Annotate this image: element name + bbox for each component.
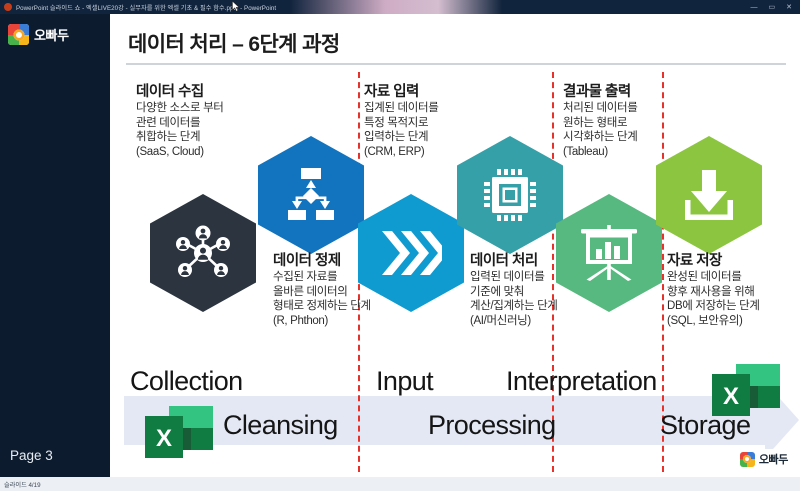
process-arrow-band <box>124 396 769 445</box>
slide-canvas: 데이터 처리 – 6단계 과정 <box>110 14 800 477</box>
step-3-heading: 자료 입력 <box>364 84 419 100</box>
page-indicator: Page 3 <box>10 448 53 463</box>
window-title: PowerPoint 슬라이드 쇼 - 엑셀LIVE20강 - 실무자를 위한 … <box>16 4 277 12</box>
step-6-heading: 자료 저장 <box>667 253 722 269</box>
slide-title: 데이터 처리 – 6단계 과정 <box>128 33 340 56</box>
step-1-body: 다양한 소스로 부터 관련 데이터를 취합하는 단계 (SaaS, Cloud) <box>136 102 224 158</box>
english-label-collection: Collection <box>130 366 243 396</box>
slide-counter: 슬라이드 4/19 <box>4 481 41 489</box>
step-4-body: 입력된 데이터를 기준에 맞춰 계산/집계하는 단계 (AI/머신러닝) <box>470 271 558 327</box>
people-network-icon <box>176 225 230 277</box>
close-button[interactable]: ✕ <box>786 3 792 11</box>
rail-logo-text: 오빠두 <box>34 28 69 43</box>
english-label-interpretation: Interpretation <box>506 366 657 396</box>
mouse-cursor-icon <box>232 1 240 12</box>
window-controls[interactable]: — ▭ ✕ <box>751 0 799 14</box>
step-5-body: 처리된 데이터를 원하는 형태로 시각화하는 단계 (Tableau) <box>563 102 638 158</box>
title-divider <box>126 63 786 65</box>
excel-icon-left: X <box>145 406 213 458</box>
cpu-chip-icon <box>484 169 536 221</box>
powerpoint-icon <box>4 3 12 11</box>
english-label-cleansing: Cleansing <box>223 410 338 440</box>
svg-text:X: X <box>723 383 739 410</box>
slide-brand-logo: 오빠두 <box>735 449 792 469</box>
step-2-body: 수집된 자료를 올바른 데이터의 형태로 정제하는 단계 (R, Phthon) <box>273 271 371 327</box>
window-titlebar: PowerPoint 슬라이드 쇼 - 엑셀LIVE20강 - 실무자를 위한 … <box>0 0 800 14</box>
hexagon-step-1 <box>150 194 256 312</box>
step-2-heading: 데이터 정제 <box>273 253 341 269</box>
hexagon-step-3 <box>358 194 464 312</box>
step-4-heading: 데이터 처리 <box>470 253 538 269</box>
section-divider-3 <box>662 72 664 472</box>
step-3-body: 집계된 데이터를 특정 목적지로 입력하는 단계 (CRM, ERP) <box>364 102 439 158</box>
excel-icon-right: X <box>712 364 780 416</box>
minimize-button[interactable]: — <box>750 3 758 11</box>
hexagon-step-6 <box>656 136 762 254</box>
step-1-heading: 데이터 수집 <box>136 84 204 100</box>
step-5-heading: 결과물 출력 <box>563 84 631 100</box>
left-rail: 오빠두 Page 3 <box>0 14 110 477</box>
english-label-processing: Processing <box>428 410 556 440</box>
hexagon-step-2 <box>258 136 364 254</box>
oppadu-logo-icon <box>8 24 29 45</box>
oppadu-logo-icon-slide <box>739 451 755 467</box>
english-label-input: Input <box>376 366 434 396</box>
maximize-button[interactable]: ▭ <box>768 3 776 11</box>
section-divider-2 <box>552 72 554 472</box>
presentation-chart-icon <box>581 225 637 281</box>
rail-brand-logo: 오빠두 <box>8 24 69 45</box>
status-bar: 슬라이드 4/19 <box>0 477 800 491</box>
slide-logo-text: 오빠두 <box>758 454 789 466</box>
svg-text:X: X <box>156 425 172 452</box>
hexagon-step-4 <box>457 136 563 254</box>
hexagon-step-5 <box>556 194 662 312</box>
flowchart-icon <box>288 168 334 220</box>
step-6-body: 완성된 데이터를 향후 재사용을 위해 DB에 저장하는 단계 (SQL, 보안… <box>667 271 760 327</box>
download-save-icon <box>685 170 733 220</box>
triple-chevron-icon <box>382 231 442 275</box>
